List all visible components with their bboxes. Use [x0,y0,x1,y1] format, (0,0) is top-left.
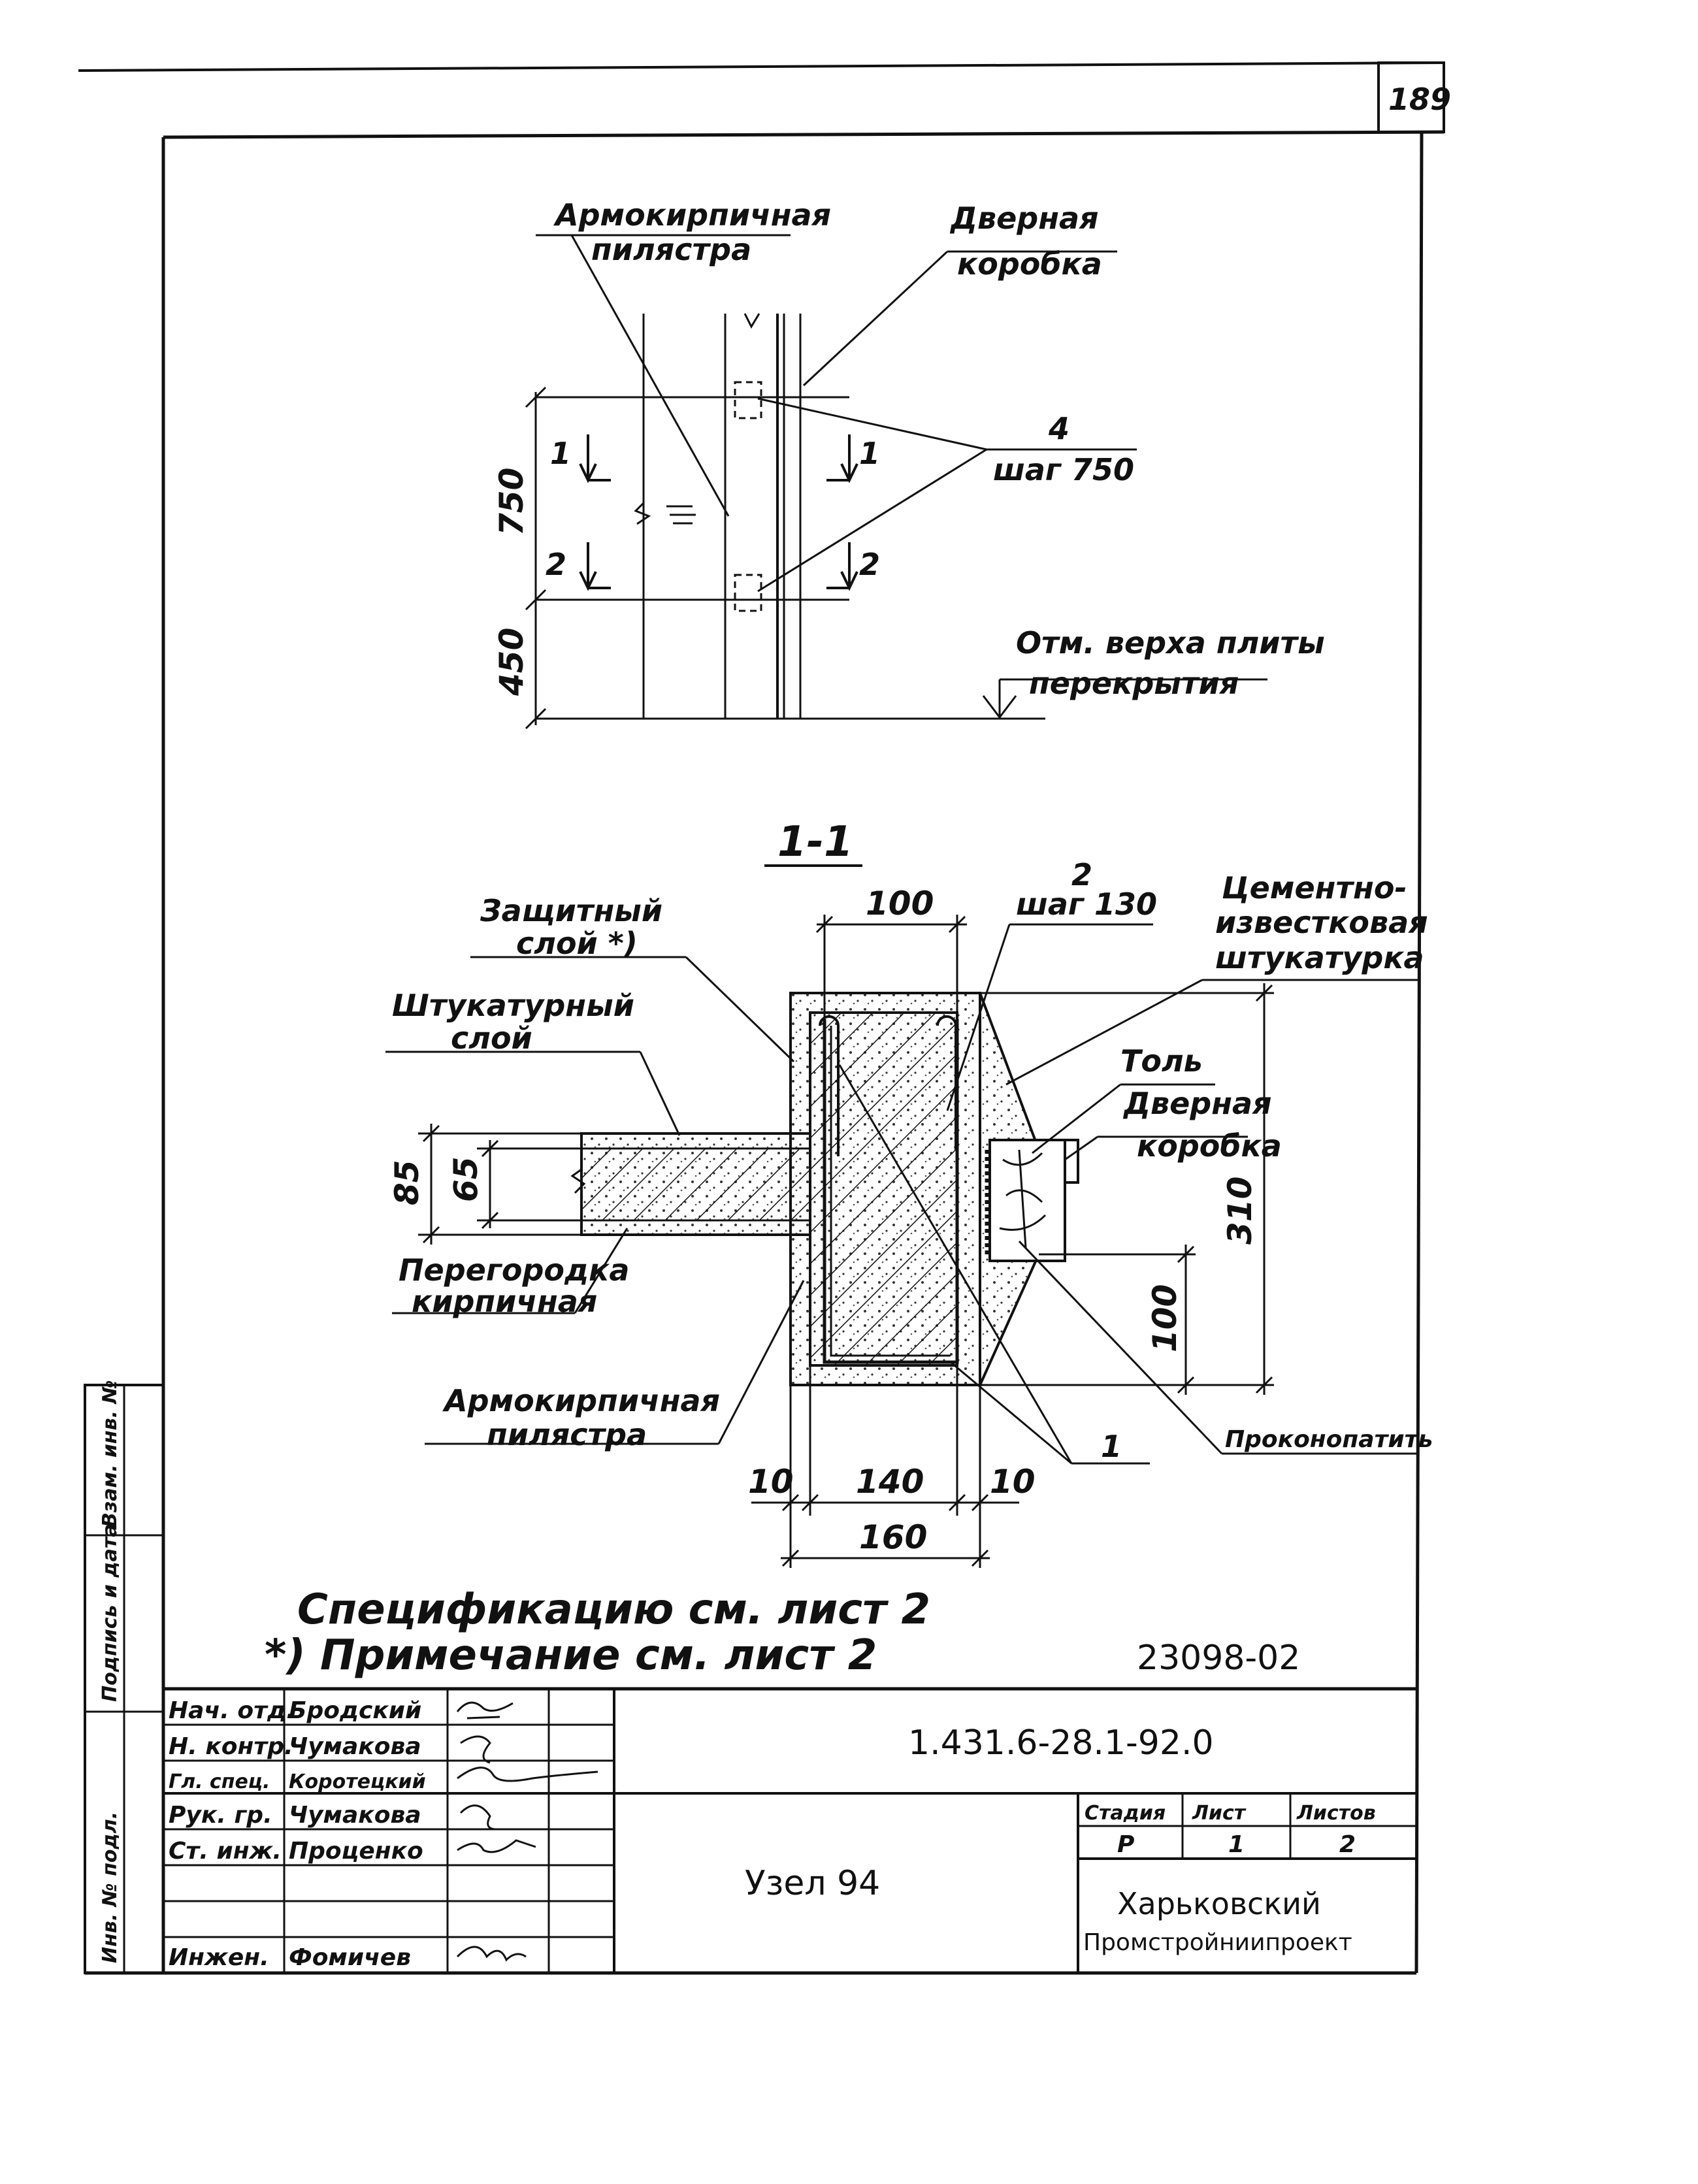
name-1: Чумакова [289,1733,421,1760]
section-pilaster-line1: Армокирпичная [442,1383,720,1418]
dim-65: 65 [447,1156,485,1202]
cement-plaster-line3: штукатурка [1215,940,1424,975]
role-2: Гл. спец. [169,1770,270,1793]
dim-85: 85 [388,1160,426,1205]
name-2: Коротецкий [289,1770,426,1793]
sheet-header: Лист [1192,1802,1247,1825]
elev-section-1-left: 1 [550,436,571,471]
stage-value: Р [1117,1831,1134,1858]
role-0: Нач. отд. [169,1697,295,1724]
dim-100-right: 100 [1146,1284,1184,1352]
plaster-layer-line2: слой [451,1020,532,1056]
role-1: Н. контр. [169,1733,293,1760]
section-leaders [385,923,1418,1465]
section-view [570,992,1079,1386]
section-door-frame-line2: коробка [1137,1128,1282,1164]
dim-140: 140 [856,1463,924,1501]
stamp-number: 23098-02 [1137,1638,1300,1678]
section-pilaster-line2: пилястра [487,1417,647,1452]
protective-layer-line1: Защитный [480,893,662,928]
dim-10-left: 10 [748,1463,794,1501]
stage-header: Стадия [1085,1802,1166,1825]
tol-label: Толь [1120,1043,1203,1079]
side-stamp-field-2: Взам. инв. № [99,1380,122,1527]
elev-dim-750: 750 [493,468,531,536]
dim-10-right: 10 [990,1463,1036,1501]
partition-line2: кирпичная [412,1284,597,1319]
name-4: Проценко [289,1838,423,1865]
plaster-layer-line1: Штукатурный [392,988,634,1023]
elev-dim-450: 450 [493,628,531,696]
elev-door-frame-label-line2: коробка [957,246,1102,282]
role-6: Инжен. [169,1944,269,1971]
elevation-view [525,234,1267,730]
elev-anchor-mark: 4 [1048,411,1069,446]
elev-section-2-left: 2 [546,547,566,582]
section-dimensions [418,915,1274,1568]
document-code: 1.431.6-28.1-92.0 [908,1723,1214,1763]
sheet-value: 1 [1228,1831,1245,1858]
sheet-frame [78,61,1445,1975]
side-stamp [84,1384,165,1974]
sheets-value: 2 [1339,1831,1356,1858]
side-stamp-field-0: Инв. № подл. [99,1812,122,1963]
organization-line2: Промстройниипроект [1083,1929,1352,1956]
elev-door-frame-label-line1: Дверная [949,201,1099,236]
dim-100-top: 100 [866,885,934,922]
caulk-label: Проконопатить [1225,1426,1433,1453]
name-3: Чумакова [289,1802,421,1829]
rebar-1-mark: 1 [1101,1429,1122,1464]
elev-section-1-right: 1 [859,436,880,471]
dim-160: 160 [859,1518,927,1556]
name-6: Фомичев [289,1944,411,1971]
partition-line1: Перегородка [399,1252,629,1288]
drawing-title: Узел 94 [745,1864,880,1903]
role-4: Ст. инж. [169,1838,282,1865]
elev-slab-level-line1: Отм. верха плиты [1016,625,1325,660]
footnote: *) Примечание см. лист 2 [265,1631,877,1680]
name-0: Бродский [289,1697,421,1724]
elev-section-2-right: 2 [859,547,880,582]
signatures [456,1701,598,1962]
elev-anchor-step: шаг 750 [993,452,1134,487]
elev-slab-level-line2: перекрытия [1029,666,1239,701]
sheets-header: Листов [1296,1802,1376,1825]
elev-pilaster-label-line2: пилястра [591,232,751,267]
page-number: 189 [1388,82,1451,117]
role-3: Рук. гр. [169,1802,272,1829]
dim-310: 310 [1221,1177,1259,1245]
organization-line1: Харьковский [1117,1886,1321,1921]
title-block [163,1687,1416,1973]
section-title: 1-1 [777,818,853,866]
cement-plaster-line2: известковая [1215,905,1428,940]
protective-layer-line2: слой *) [516,926,638,961]
section-door-frame-line1: Дверная [1122,1086,1272,1121]
rebar-2-step: шаг 130 [1016,887,1157,922]
elev-pilaster-label-line1: Армокирпичная [553,197,831,233]
rebar-2-mark: 2 [1071,857,1092,892]
side-stamp-field-1: Подпись и дата [99,1524,122,1702]
cement-plaster-line1: Цементно- [1222,870,1407,905]
spec-note: Спецификацию см. лист 2 [297,1586,930,1634]
